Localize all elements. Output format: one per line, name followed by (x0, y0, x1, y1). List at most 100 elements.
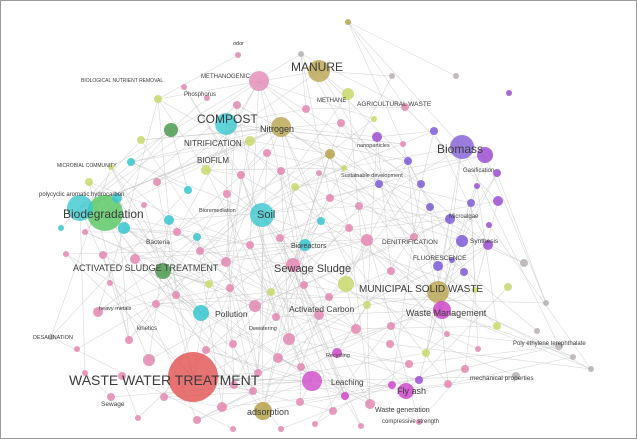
network-node (286, 258, 300, 272)
network-edge (123, 227, 251, 246)
network-edge (420, 130, 435, 185)
network-node (450, 135, 474, 159)
network-node (153, 178, 161, 186)
network-edge (303, 284, 320, 316)
network-node (417, 180, 425, 188)
network-edge (355, 325, 498, 330)
network-edge (199, 250, 294, 266)
network-edge (366, 289, 476, 306)
label-gasification: Gasification (463, 168, 494, 174)
network-edge (226, 193, 231, 289)
label-biofilm: BIOFILM (197, 156, 229, 165)
network-node (201, 165, 211, 175)
network-edge (280, 170, 290, 340)
network-edge (130, 161, 189, 191)
network-node (196, 247, 204, 255)
network-node (135, 415, 141, 421)
network-edge (280, 126, 345, 169)
network-node (125, 336, 133, 344)
network-edge (280, 170, 338, 354)
network-node (365, 399, 375, 409)
network-edge (232, 343, 254, 392)
network-node (296, 398, 304, 406)
network-node (168, 352, 218, 402)
label-compost: COMPOST (197, 112, 258, 126)
network-node (512, 372, 520, 380)
network-edge (97, 261, 227, 313)
network-node (308, 60, 330, 82)
network-edge (261, 214, 264, 412)
network-edge (437, 172, 498, 267)
network-edge (347, 21, 457, 77)
network-node (312, 421, 318, 427)
network-node (267, 288, 275, 296)
network-edge (366, 136, 378, 306)
label-polyethylene: Poly ethylene terephthalate (513, 341, 586, 347)
network-edge (102, 231, 178, 256)
network-node (276, 234, 284, 242)
network-edge (257, 328, 357, 374)
network-labels: WASTE WATER TREATMENT Biodegradation COM… (33, 41, 586, 425)
network-node (215, 113, 237, 135)
network-edge (240, 174, 439, 293)
network-edge (258, 80, 375, 120)
label-activated-sludge-treatment: ACTIVATED SLUDGE TREATMENT (73, 263, 219, 273)
network-edge (262, 239, 368, 412)
network-edge (340, 122, 489, 246)
network-node (130, 254, 140, 264)
label-nanoparticles: nanoparticles (357, 143, 390, 149)
network-node (520, 259, 528, 267)
label-nitrification: NITRIFICATION (184, 139, 242, 148)
network-node (164, 123, 178, 137)
network-node (372, 132, 382, 142)
network-node (74, 346, 80, 352)
network-node (143, 354, 155, 366)
network-edge (84, 231, 277, 318)
network-edge (484, 154, 547, 304)
network-edge (277, 240, 463, 359)
label-bioreactors: Bioreactors (291, 243, 327, 250)
network-node (254, 402, 272, 420)
network-node (371, 116, 377, 122)
network-node (254, 369, 262, 377)
network-node (329, 407, 337, 415)
network-node (291, 183, 299, 191)
label-waste-generation: Waste generation (375, 407, 430, 414)
network-edge (279, 160, 409, 239)
network-node (233, 101, 241, 109)
network-node (555, 342, 563, 350)
network-edge (123, 98, 159, 229)
network-edge (134, 167, 345, 260)
network-edge (170, 129, 189, 191)
label-synthesis: Synthesis (470, 238, 499, 245)
network-edge (343, 167, 498, 327)
network-edge (318, 70, 393, 77)
network-edge (249, 236, 415, 246)
network-edge (225, 108, 307, 125)
network-edge (225, 261, 259, 374)
network-edge (358, 205, 451, 220)
network-edge (300, 314, 320, 368)
network-node (272, 313, 280, 321)
network-edge (199, 250, 346, 397)
network-edge (329, 153, 350, 229)
network-node (108, 164, 114, 170)
network-edge (366, 304, 371, 405)
network-edge (447, 356, 574, 385)
network-edge (314, 325, 392, 425)
label-soil: Soil (257, 209, 275, 221)
label-activated-carbon: Activated Carbon (289, 304, 354, 314)
network-edge (140, 139, 256, 307)
label-microalgae: Microalgae (449, 214, 479, 220)
network-node (506, 90, 512, 96)
network-node (389, 73, 395, 79)
network-edge (262, 264, 294, 412)
network-node (193, 305, 209, 321)
network-node (401, 103, 409, 111)
network-node (405, 360, 413, 368)
label-biomass: Biomass (437, 142, 483, 156)
label-agricultural-waste: AGRICULTURAL WASTE (357, 101, 432, 108)
label-sustainable-development: Sustainable development (341, 173, 403, 179)
